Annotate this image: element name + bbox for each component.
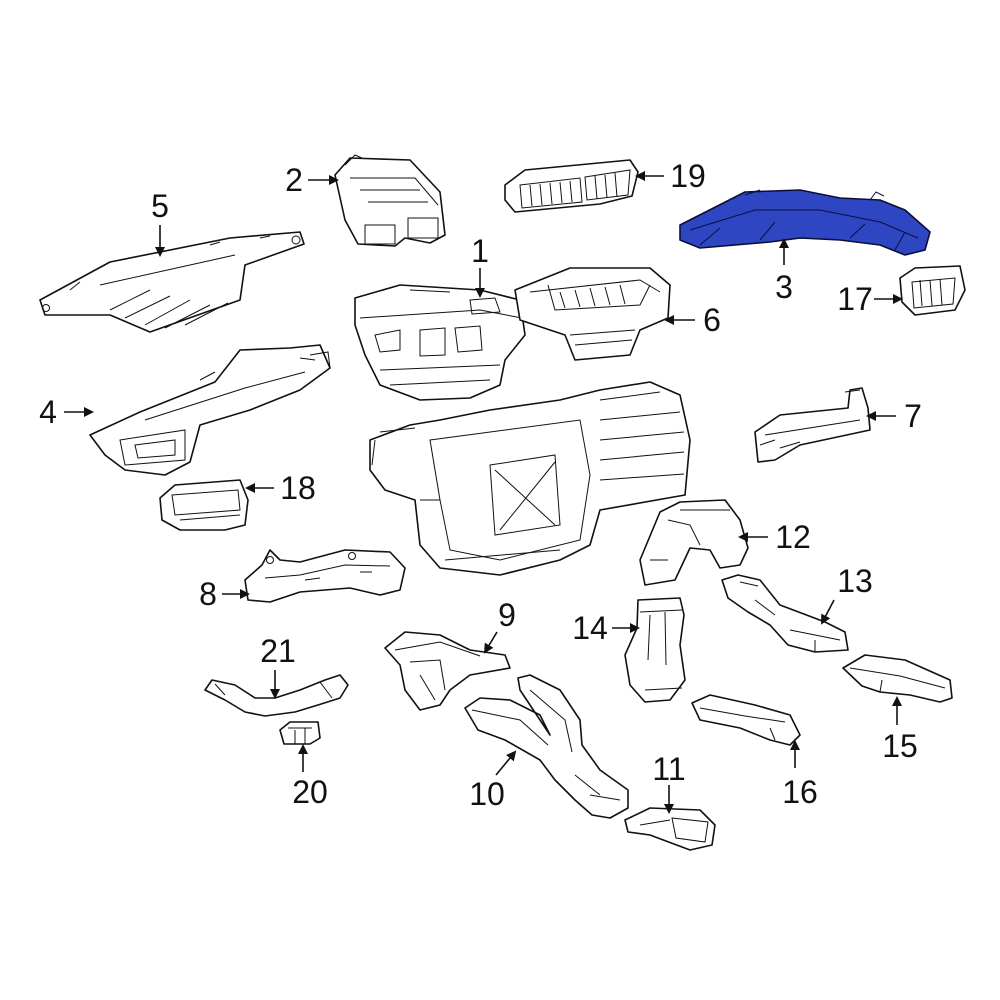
part-4-instrument-panel-duct[interactable] xyxy=(89,344,331,476)
callout-label-3: 3 xyxy=(775,269,793,305)
callout-label-21: 21 xyxy=(260,633,296,669)
callout-label-20: 20 xyxy=(292,774,328,810)
callout-14: 14 xyxy=(572,610,640,646)
callout-label-1: 1 xyxy=(471,233,489,269)
callout-17: 17 xyxy=(837,281,903,317)
callout-label-11: 11 xyxy=(652,751,685,787)
callout-label-9: 9 xyxy=(498,597,516,633)
callout-label-16: 16 xyxy=(782,774,818,810)
part-15-rear-duct[interactable] xyxy=(842,654,953,703)
callout-label-18: 18 xyxy=(280,470,316,506)
callout-label-13: 13 xyxy=(837,563,873,599)
callout-8: 8 xyxy=(199,576,250,612)
part-13-rear-floor-duct[interactable] xyxy=(721,574,849,653)
part-7-side-duct[interactable] xyxy=(754,387,871,463)
callout-label-12: 12 xyxy=(775,519,811,555)
part-19-center-vent-grille[interactable] xyxy=(504,159,639,213)
part-18-duct-elbow[interactable] xyxy=(159,479,249,531)
part-11-small-duct[interactable] xyxy=(624,807,716,851)
part-2-center-vent-duct[interactable] xyxy=(334,154,446,247)
part-20-clip[interactable] xyxy=(279,721,321,745)
part-17-side-vent[interactable] xyxy=(899,265,966,316)
callout-label-4: 4 xyxy=(39,394,57,430)
callout-6: 6 xyxy=(664,302,721,338)
callout-label-6: 6 xyxy=(703,302,721,338)
callout-20: 20 xyxy=(292,744,328,810)
callout-label-14: 14 xyxy=(572,610,608,646)
part-16-floor-duct[interactable] xyxy=(691,694,801,746)
callout-label-17: 17 xyxy=(837,281,873,317)
callout-label-10: 10 xyxy=(469,776,505,812)
callout-11: 11 xyxy=(652,751,686,814)
callout-label-7: 7 xyxy=(904,398,922,434)
hvac-main-unit xyxy=(369,381,691,576)
callout-3: 3 xyxy=(775,238,793,305)
callout-10: 10 xyxy=(469,750,517,812)
callout-13: 13 xyxy=(821,563,873,625)
callout-label-5: 5 xyxy=(151,188,169,224)
part-14-vertical-duct[interactable] xyxy=(624,597,686,703)
part-10-y-duct[interactable] xyxy=(464,674,629,819)
part-3-highlighted-duct[interactable] xyxy=(679,189,931,256)
part-6-filter-housing[interactable] xyxy=(514,267,671,361)
callout-label-2: 2 xyxy=(285,162,303,198)
callout-4: 4 xyxy=(39,394,94,430)
part-21-drain-hose[interactable] xyxy=(204,674,349,717)
part-5-defroster-duct[interactable] xyxy=(39,231,305,333)
part-1-upper-hvac-case[interactable] xyxy=(354,284,526,401)
callout-2: 2 xyxy=(285,162,339,198)
part-9-center-duct[interactable] xyxy=(384,631,511,711)
callout-label-19: 19 xyxy=(670,158,706,194)
callout-7: 7 xyxy=(866,398,922,434)
part-12-floor-duct[interactable] xyxy=(639,499,749,586)
callout-19: 19 xyxy=(635,158,706,194)
callout-9: 9 xyxy=(483,597,516,654)
callout-1: 1 xyxy=(471,233,489,298)
part-8-mounting-bracket[interactable] xyxy=(244,549,406,603)
callout-5: 5 xyxy=(151,188,169,257)
callout-15: 15 xyxy=(882,696,918,764)
callout-18: 18 xyxy=(245,470,316,506)
callout-21: 21 xyxy=(260,633,296,699)
callout-label-8: 8 xyxy=(199,576,217,612)
callout-label-15: 15 xyxy=(882,728,918,764)
callout-12: 12 xyxy=(738,519,811,555)
callout-16: 16 xyxy=(782,740,818,810)
